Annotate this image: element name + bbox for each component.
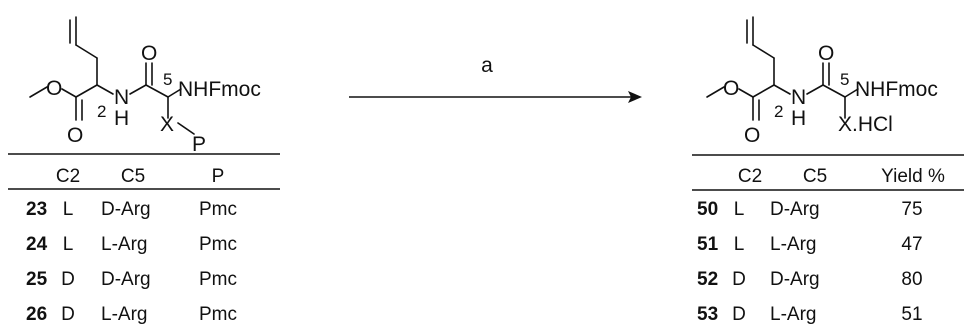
- locant-c2: 2: [97, 102, 106, 121]
- atom-x-hcl: X.HCl: [838, 113, 893, 136]
- left-structure: [29, 16, 195, 135]
- right-table: C2 C5 Yield % 50 L D-Arg 75 51 L L-Arg 4…: [692, 154, 964, 325]
- cell-c5: L-Arg: [101, 304, 147, 325]
- atom-h: H: [114, 107, 129, 130]
- cell-c5: D-Arg: [770, 269, 820, 290]
- amine-nhfmoc: NHFmoc: [178, 78, 261, 101]
- cell-yield: 80: [901, 269, 922, 290]
- bond: [167, 88, 182, 98]
- bond: [75, 44, 98, 59]
- bond: [706, 86, 725, 98]
- cell-yield: 47: [901, 234, 922, 255]
- arrow-head: [628, 91, 642, 103]
- cell-c2: L: [734, 199, 745, 220]
- cell-p: Pmc: [199, 234, 237, 255]
- atom-n: N: [114, 86, 129, 109]
- cell-c2: D: [61, 269, 75, 290]
- compound-id: 24: [26, 234, 48, 255]
- right-structure: [706, 16, 859, 121]
- bond: [145, 84, 169, 98]
- table-row: 50 L D-Arg 75: [697, 199, 923, 220]
- cell-c5: D-Arg: [101, 199, 151, 220]
- cell-c5: L-Arg: [770, 234, 816, 255]
- cell-c5: D-Arg: [770, 199, 820, 220]
- bond: [844, 88, 859, 98]
- cell-c2: L: [734, 234, 745, 255]
- cell-c5: D-Arg: [101, 269, 151, 290]
- bond: [752, 44, 775, 59]
- atom-o-amide: O: [141, 42, 157, 65]
- table-header-c5: C5: [121, 166, 145, 187]
- atom-n: N: [791, 86, 806, 109]
- table-row: 52 D D-Arg 80: [697, 269, 923, 290]
- compound-id: 52: [697, 269, 718, 290]
- amine-nhfmoc: NHFmoc: [855, 78, 938, 101]
- table-header-c2: C2: [738, 166, 762, 187]
- table-header-yield: Yield %: [881, 166, 945, 187]
- atom-o-carbonyl: O: [744, 124, 760, 147]
- bond: [738, 88, 754, 98]
- locant-c2: 2: [774, 102, 783, 121]
- reaction-arrow: a: [349, 54, 642, 103]
- table-row: 53 D L-Arg 51: [697, 304, 923, 325]
- bond: [822, 84, 846, 98]
- cell-yield: 75: [901, 199, 922, 220]
- cell-c2: D: [732, 304, 746, 325]
- bond: [129, 84, 147, 95]
- atom-o-carbonyl: O: [67, 124, 83, 147]
- cell-c2: D: [732, 269, 746, 290]
- bond: [61, 88, 77, 98]
- cell-p: Pmc: [199, 269, 237, 290]
- table-header-c5: C5: [803, 166, 827, 187]
- left-table: C2 C5 P 23 L D-Arg Pmc 24 L L-Arg Pmc 25…: [8, 153, 280, 325]
- left-structure-labels: O O 2 N H O 5 NHFmoc X P: [46, 42, 261, 156]
- atom-o-ester: O: [723, 77, 739, 100]
- cell-c2: D: [61, 304, 75, 325]
- locant-c5: 5: [163, 70, 172, 89]
- table-row: 26 D L-Arg Pmc: [26, 304, 237, 325]
- bond: [806, 84, 824, 95]
- bond: [773, 84, 791, 95]
- bond: [29, 86, 48, 98]
- bond: [75, 84, 98, 98]
- atom-o-ester: O: [46, 77, 62, 100]
- cell-c2: L: [63, 234, 74, 255]
- compound-id: 50: [697, 199, 718, 220]
- atom-p: P: [192, 133, 206, 156]
- compound-id: 25: [26, 269, 48, 290]
- compound-id: 53: [697, 304, 718, 325]
- table-row: 23 L D-Arg Pmc: [26, 199, 237, 220]
- bond: [177, 122, 195, 135]
- cell-yield: 51: [901, 304, 922, 325]
- cell-c2: L: [63, 199, 74, 220]
- locant-c5: 5: [840, 70, 849, 89]
- table-row: 51 L L-Arg 47: [697, 234, 923, 255]
- cell-p: Pmc: [199, 304, 237, 325]
- cell-c5: L-Arg: [101, 234, 147, 255]
- compound-id: 51: [697, 234, 719, 255]
- right-structure-labels: O O 2 N H O 5 NHFmoc X.HCl: [723, 42, 938, 147]
- bond: [96, 84, 114, 95]
- cell-c5: L-Arg: [770, 304, 816, 325]
- atom-x: X: [160, 113, 174, 136]
- bond: [752, 84, 775, 98]
- table-header-p: P: [212, 166, 225, 187]
- table-row: 24 L L-Arg Pmc: [26, 234, 237, 255]
- table-row: 25 D D-Arg Pmc: [26, 269, 237, 290]
- cell-p: Pmc: [199, 199, 237, 220]
- atom-o-amide: O: [818, 42, 834, 65]
- table-header-c2: C2: [56, 166, 80, 187]
- compound-id: 23: [26, 199, 47, 220]
- atom-h: H: [791, 107, 806, 130]
- reagent-label: a: [481, 54, 493, 77]
- compound-id: 26: [26, 304, 47, 325]
